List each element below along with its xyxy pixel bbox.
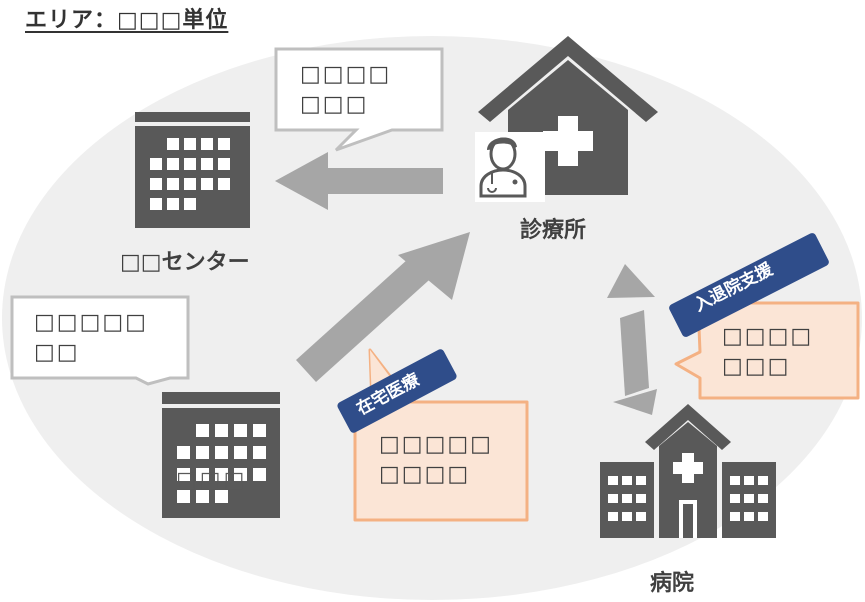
hospital-speech-bubble (674, 301, 860, 400)
homecare-tag-bg (337, 349, 457, 433)
left-speech-bubble (10, 295, 190, 386)
hospital-label: 病院 (650, 571, 695, 596)
center-building-icon (135, 112, 250, 228)
facility-building-icon (162, 392, 280, 518)
arrow-clinic-to-center (275, 152, 443, 210)
doctor-icon (475, 132, 545, 202)
clinic-speech-bubble (274, 47, 444, 152)
clinic-bubble-text: □□□□ □□□ (300, 62, 392, 117)
hospital-icon (600, 404, 776, 538)
page-title: エリア：□□□単位 (25, 8, 229, 33)
hospital-bubble-text: □□□□ □□□ (722, 324, 814, 379)
homecare-bubble-text: □□□□□ □□□□ (379, 432, 493, 487)
left-bubble-text: □□□□□ □□ (34, 310, 148, 365)
arrow-clinic-hospital (607, 264, 657, 415)
center-label: □□センター (120, 250, 250, 275)
facility-label: □□□ (176, 468, 248, 493)
admission-tag-bg (669, 233, 829, 337)
arrow-facility-to-clinic (296, 232, 470, 382)
clinic-label: 診療所 (520, 218, 587, 243)
